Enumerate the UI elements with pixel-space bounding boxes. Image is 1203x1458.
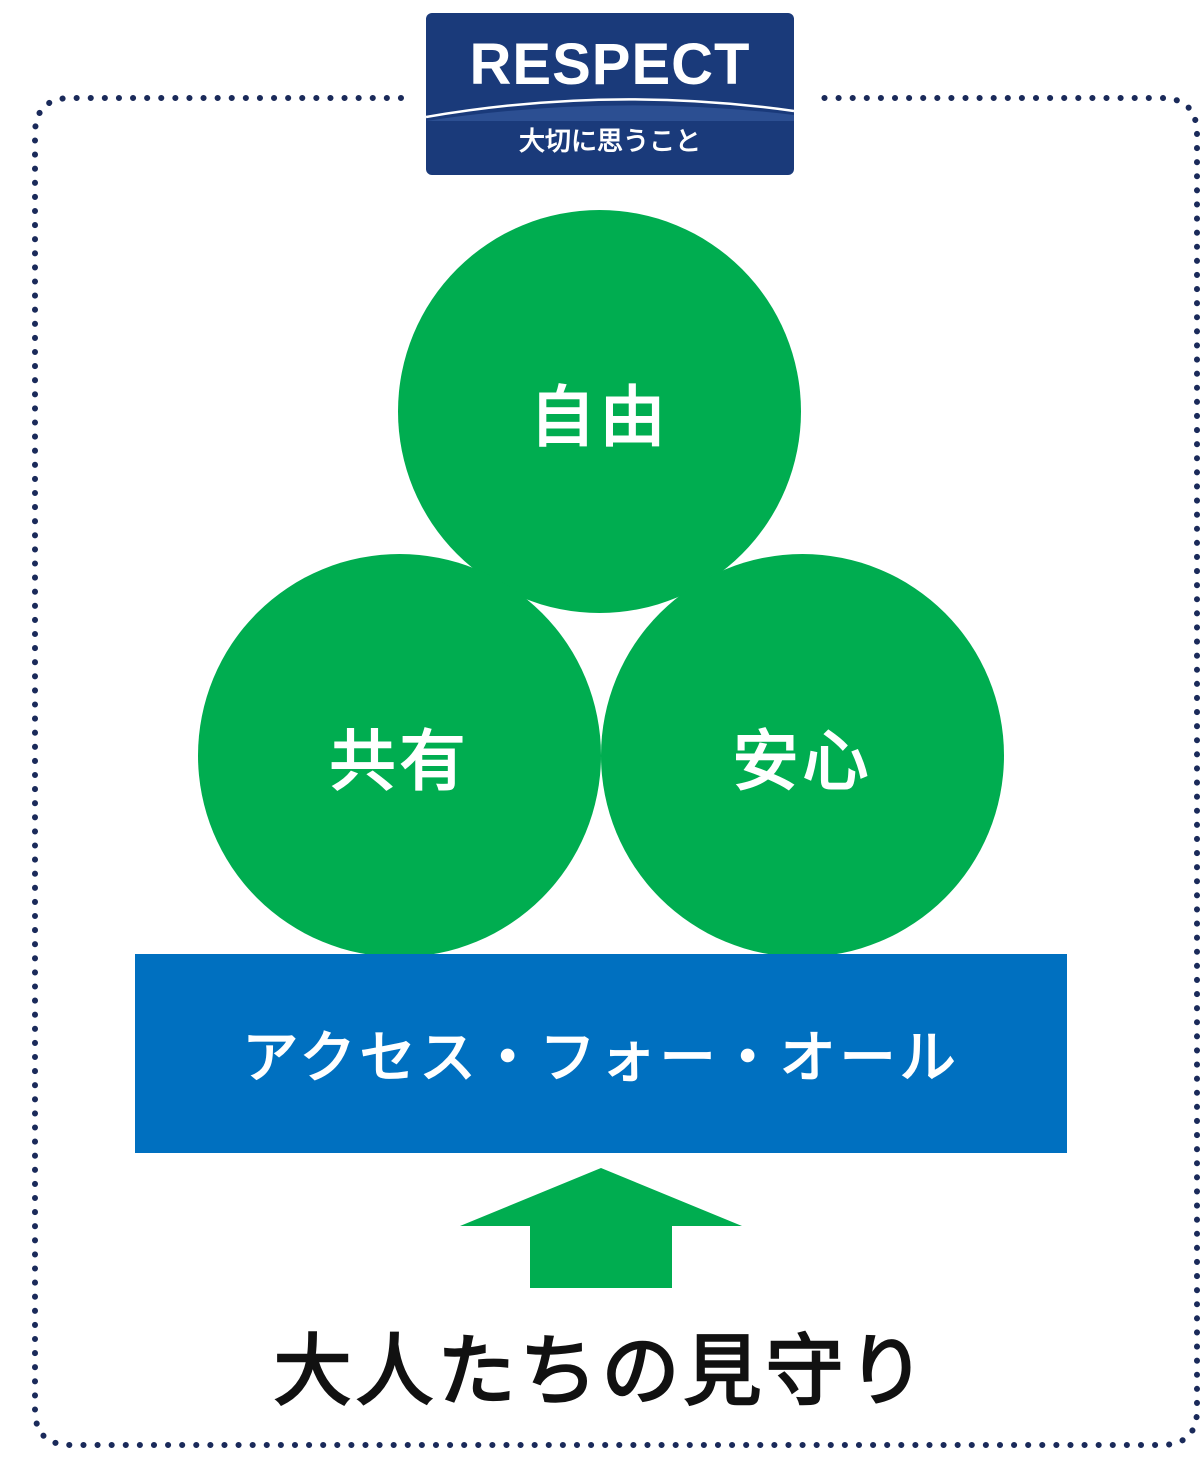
- up-arrow-icon: [460, 1168, 742, 1288]
- circle-freedom: 自由: [398, 210, 801, 613]
- circle-sharing-label: 共有: [329, 722, 470, 800]
- circle-sharing: 共有: [198, 554, 601, 957]
- access-for-all-bar: アクセス・フォー・オール: [135, 954, 1067, 1153]
- logo-swoosh-icon: [426, 98, 794, 121]
- respect-logo: RESPECT 大切に思うこと: [426, 13, 794, 175]
- circle-freedom-label: 自由: [529, 378, 670, 456]
- access-for-all-label: アクセス・フォー・オール: [242, 1026, 960, 1091]
- circle-safety: 安心: [601, 554, 1004, 957]
- dotted-border-frame: [31, 90, 1201, 1450]
- dotted-border: [32, 95, 1200, 1448]
- logo-title: RESPECT: [469, 32, 751, 97]
- logo-subtitle: 大切に思うこと: [518, 127, 701, 157]
- adult-supervision-label: 大人たちの見守り: [273, 1327, 930, 1417]
- circle-safety-label: 安心: [732, 722, 873, 800]
